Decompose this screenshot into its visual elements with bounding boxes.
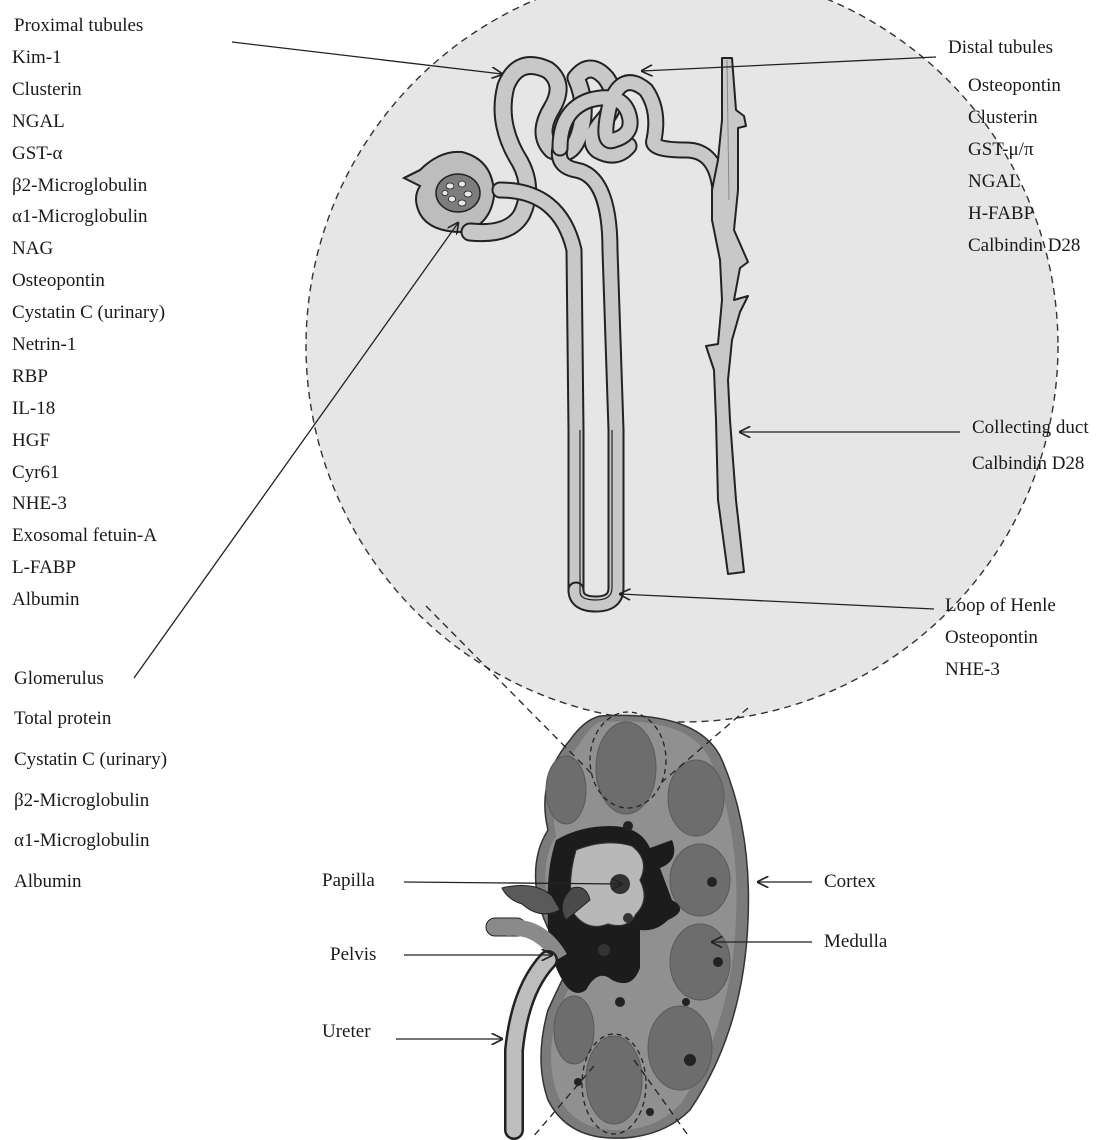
- list-item: NGAL: [968, 166, 1080, 198]
- glomerulus-title: Glomerulus: [14, 668, 104, 690]
- list-item: Kim-1: [12, 42, 165, 74]
- list-item: Calbindin D28: [972, 446, 1089, 482]
- list-item: Cyr61: [12, 457, 165, 489]
- list-item: H-FABP: [968, 198, 1080, 230]
- ureter-label: Ureter: [322, 1021, 371, 1043]
- medulla-label: Medulla: [824, 931, 887, 953]
- loop-of-henle-biomarker-list: Loop of Henle Osteopontin NHE-3: [945, 590, 1056, 686]
- list-item: Exosomal fetuin-A: [12, 520, 165, 552]
- list-item: IL-18: [12, 393, 165, 425]
- list-item: Total protein: [14, 699, 167, 740]
- list-item: Albumin: [12, 584, 165, 616]
- kidney: [486, 712, 748, 1138]
- distal-tubules-title: Distal tubules: [948, 37, 1053, 59]
- list-item: L-FABP: [12, 552, 165, 584]
- list-item: β2-Microglobulin: [12, 170, 165, 202]
- cortex-label: Cortex: [824, 871, 876, 893]
- list-item: Cystatin C (urinary): [12, 297, 165, 329]
- proximal-tubules-title: Proximal tubules: [14, 15, 143, 37]
- list-item: Clusterin: [968, 102, 1080, 134]
- glomerulus-biomarker-list: Total protein Cystatin C (urinary) β2-Mi…: [14, 699, 167, 903]
- list-item: Albumin: [14, 862, 167, 903]
- papilla-label: Papilla: [322, 870, 375, 892]
- loop-of-henle-title: Loop of Henle: [945, 590, 1056, 622]
- list-item: NAG: [12, 233, 165, 265]
- list-item: Osteopontin: [968, 70, 1080, 102]
- list-item: Osteopontin: [945, 622, 1056, 654]
- proximal-tubules-biomarker-list: Kim-1 Clusterin NGAL GST-α β2-Microglobu…: [12, 42, 165, 616]
- list-item: GST-μ/π: [968, 134, 1080, 166]
- list-item: RBP: [12, 361, 165, 393]
- list-item: NGAL: [12, 106, 165, 138]
- pelvis-label: Pelvis: [330, 944, 376, 966]
- list-item: β2-Microglobulin: [14, 781, 167, 822]
- list-item: Cystatin C (urinary): [14, 740, 167, 781]
- collecting-duct-biomarker-list: Collecting duct Calbindin D28: [972, 410, 1089, 482]
- list-item: NHE-3: [945, 654, 1056, 686]
- list-item: Clusterin: [12, 74, 165, 106]
- list-item: Calbindin D28: [968, 230, 1080, 262]
- collecting-duct-title: Collecting duct: [972, 410, 1089, 446]
- list-item: NHE-3: [12, 488, 165, 520]
- list-item: α1-Microglobulin: [14, 821, 167, 862]
- list-item: Osteopontin: [12, 265, 165, 297]
- list-item: Netrin-1: [12, 329, 165, 361]
- list-item: GST-α: [12, 138, 165, 170]
- list-item: HGF: [12, 425, 165, 457]
- list-item: α1-Microglobulin: [12, 201, 165, 233]
- distal-tubules-biomarker-list: Osteopontin Clusterin GST-μ/π NGAL H-FAB…: [968, 70, 1080, 262]
